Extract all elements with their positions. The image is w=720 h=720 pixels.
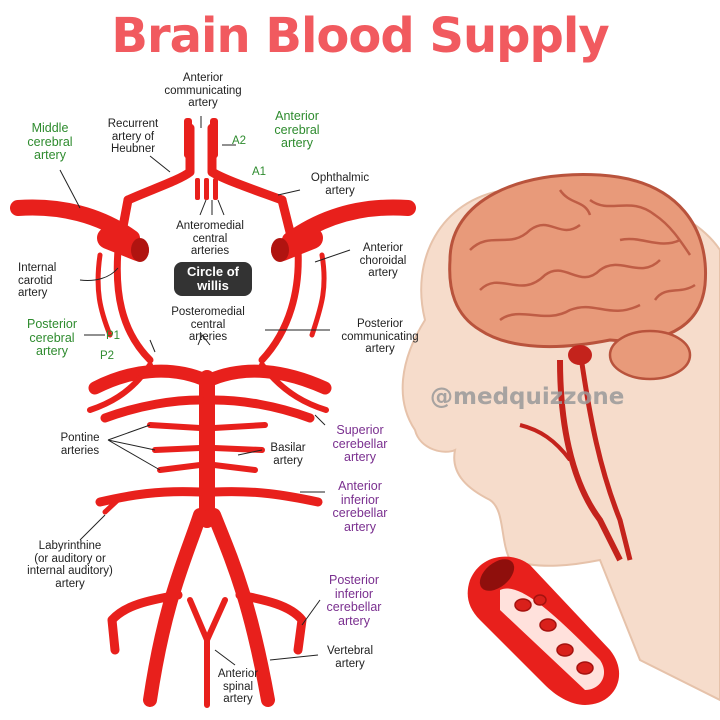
label-posterior-inferior-cerebellar: Posterior inferior cerebellar artery: [316, 574, 392, 628]
label-pontine: Pontine arteries: [50, 432, 110, 457]
blood-vessel-illustration: [468, 553, 619, 705]
label-anterior-cerebral: Anterior cerebral artery: [262, 110, 332, 151]
tag-p1: P1: [106, 330, 120, 342]
tag-a2: A2: [232, 135, 246, 147]
label-posterior-communicating: Posterior communicating artery: [330, 318, 430, 356]
label-recurrent-heubner: Recurrent artery of Heubner: [98, 118, 168, 156]
label-basilar: Basilar artery: [262, 442, 314, 467]
label-internal-carotid: Internal carotid artery: [18, 262, 80, 300]
label-posterior-cerebral: Posterior cerebral artery: [18, 318, 86, 359]
watermark: @medquizzone: [430, 384, 624, 410]
label-vertebral: Vertebral artery: [318, 645, 382, 670]
circle-of-willis-badge: Circle of willis: [174, 262, 252, 296]
right-posterior-communicating: [262, 250, 298, 360]
left-posterior-communicating: [117, 250, 150, 360]
label-labyrinthine: Labyrinthine (or auditory or internal au…: [14, 540, 126, 590]
label-middle-cerebral: Middle cerebral artery: [15, 122, 85, 163]
label-ophthalmic: Ophthalmic artery: [300, 172, 380, 197]
label-posteromedial-central: Posteromedial central arteries: [163, 306, 253, 344]
tag-p2: P2: [100, 350, 114, 362]
label-anterior-choroidal: Anterior choroidal artery: [350, 242, 416, 280]
label-anterior-inferior-cerebellar: Anterior inferior cerebellar artery: [322, 480, 398, 534]
label-anteromedial-central: Anteromedial central arteries: [170, 220, 250, 258]
label-anterior-communicating: Anterior communicating artery: [160, 72, 246, 110]
label-superior-cerebellar: Superior cerebellar artery: [322, 424, 398, 465]
left-posterior-cerebral: [95, 371, 205, 388]
badge-line1: Circle of: [174, 265, 252, 279]
tag-a1: A1: [252, 166, 266, 178]
label-anterior-spinal: Anterior spinal artery: [210, 668, 266, 706]
badge-line2: willis: [174, 279, 252, 293]
